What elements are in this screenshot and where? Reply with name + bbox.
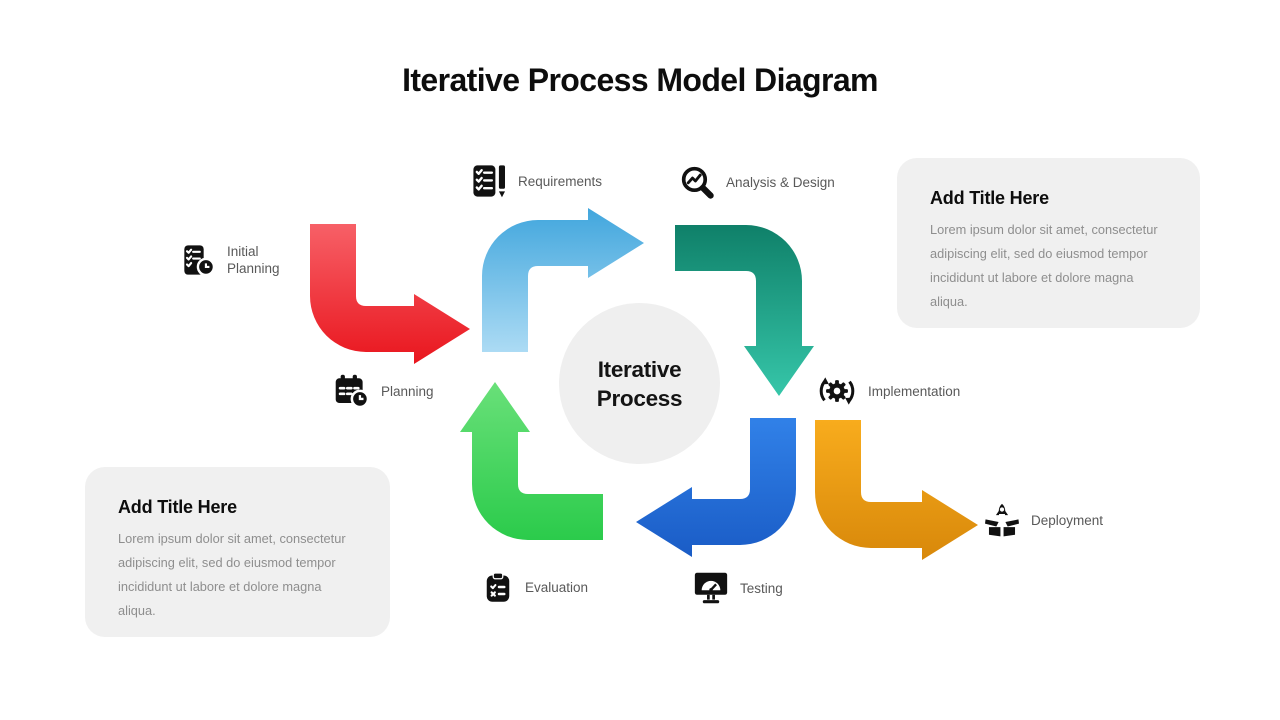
step-label: Planning <box>381 383 434 399</box>
magnifier-chart-icon <box>681 166 714 199</box>
callout-box-left: Add Title Here Lorem ipsum dolor sit ame… <box>85 467 390 637</box>
step-testing: Testing <box>694 571 783 605</box>
step-initial-planning: Initial Planning <box>183 243 289 277</box>
callout-title: Add Title Here <box>930 188 1049 208</box>
step-planning: Planning <box>335 374 434 408</box>
step-deployment: Deployment <box>985 502 1103 538</box>
step-label: Analysis & Design <box>726 174 835 190</box>
callout-box-right: Add Title Here Lorem ipsum dolor sit ame… <box>897 158 1200 328</box>
step-label: Requirements <box>518 173 603 189</box>
arrow-teal-right-down <box>675 225 814 396</box>
step-label: Testing <box>740 580 783 596</box>
clipboard-checklist-icon <box>486 572 510 602</box>
calendar-clock-icon <box>335 374 369 408</box>
monitor-gauge-icon <box>694 572 728 604</box>
step-evaluation: Evaluation <box>483 571 588 604</box>
step-implementation: Implementation <box>818 372 960 410</box>
arrow-green-left-up <box>460 382 603 540</box>
page-title: Iterative Process Model Diagram <box>402 62 878 98</box>
callout-body: Lorem ipsum dolor sit amet, consectetur … <box>118 531 346 618</box>
callout-title: Add Title Here <box>118 497 237 517</box>
step-analysis-design: Analysis & Design <box>680 165 835 199</box>
step-label: Implementation <box>868 383 961 399</box>
step-label: Deployment <box>1031 512 1104 528</box>
center-label-line1: Iterative <box>597 356 682 382</box>
step-label: Evaluation <box>525 580 589 595</box>
callout-body: Lorem ipsum dolor sit amet, consectetur … <box>930 222 1158 309</box>
rocket-box-icon <box>985 503 1019 537</box>
checklist-pen-icon <box>473 165 506 198</box>
arrow-orange-exit <box>815 420 978 560</box>
center-circle: Iterative Process <box>559 303 720 464</box>
step-label: Initial Planning <box>227 244 280 276</box>
arrow-blue-down-left <box>636 418 796 557</box>
center-label-line2: Process <box>596 385 683 411</box>
step-requirements: Requirements <box>472 164 602 198</box>
checklist-clock-icon <box>184 245 215 276</box>
gear-sync-icon <box>819 377 855 405</box>
arrow-lightblue-up-right <box>482 208 644 352</box>
arrow-red-entry <box>310 224 470 364</box>
